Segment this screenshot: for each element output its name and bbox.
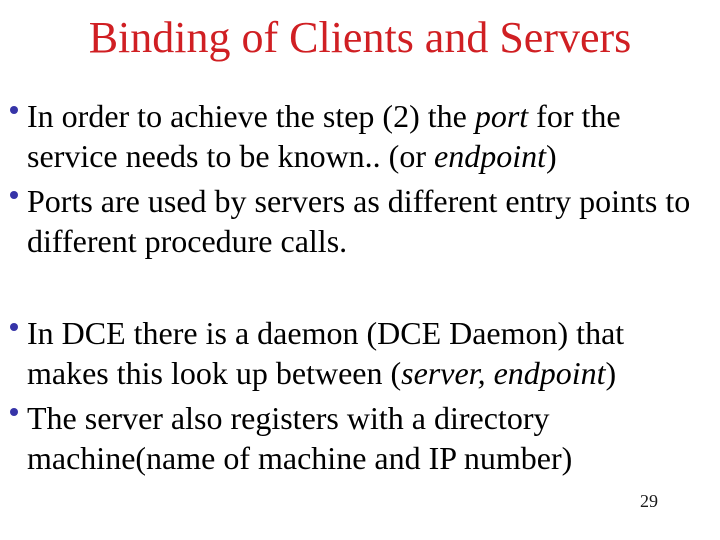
bullet-list: In order to achieve the step (2) the por…: [10, 96, 703, 483]
bullet-dot-icon: [10, 191, 18, 199]
italic-text-segment: endpoint: [433, 138, 546, 174]
bullet-dot-icon: [10, 323, 18, 331]
bullet-text-4: The server also registers with a directo…: [27, 400, 572, 476]
text-segment: In order to achieve the step (2) the: [27, 98, 475, 134]
text-segment: The server also registers with a directo…: [27, 400, 573, 476]
text-segment: for the service needs to be known.. (or: [27, 98, 621, 174]
slide-title: Binding of Clients and Servers: [88, 13, 632, 62]
text-segment: Ports are used by servers as different e…: [27, 183, 691, 259]
bullet-text-3: In DCE there is a daemon (DCE Daemon) th…: [27, 315, 624, 391]
italic-text-segment: server, endpoint: [401, 355, 606, 391]
text-segment: In DCE there is a daemon (DCE Daemon) th…: [27, 315, 625, 391]
bullet-item-2: Ports are used by servers as different e…: [10, 181, 703, 261]
bullet-dot-icon: [10, 408, 18, 416]
bullet-item-4: The server also registers with a directo…: [10, 398, 703, 478]
page-number: 29: [640, 491, 658, 511]
text-segment: ): [545, 138, 557, 174]
bullet-item-1: In order to achieve the step (2) the por…: [10, 96, 703, 176]
bullet-dot-icon: [10, 106, 18, 114]
bullet-text-1: In order to achieve the step (2) the por…: [27, 98, 621, 174]
text-segment: ): [605, 355, 617, 391]
bullet-text-2: Ports are used by servers as different e…: [27, 183, 690, 259]
bullet-item-3: In DCE there is a daemon (DCE Daemon) th…: [10, 313, 703, 393]
italic-text-segment: port: [474, 98, 529, 134]
